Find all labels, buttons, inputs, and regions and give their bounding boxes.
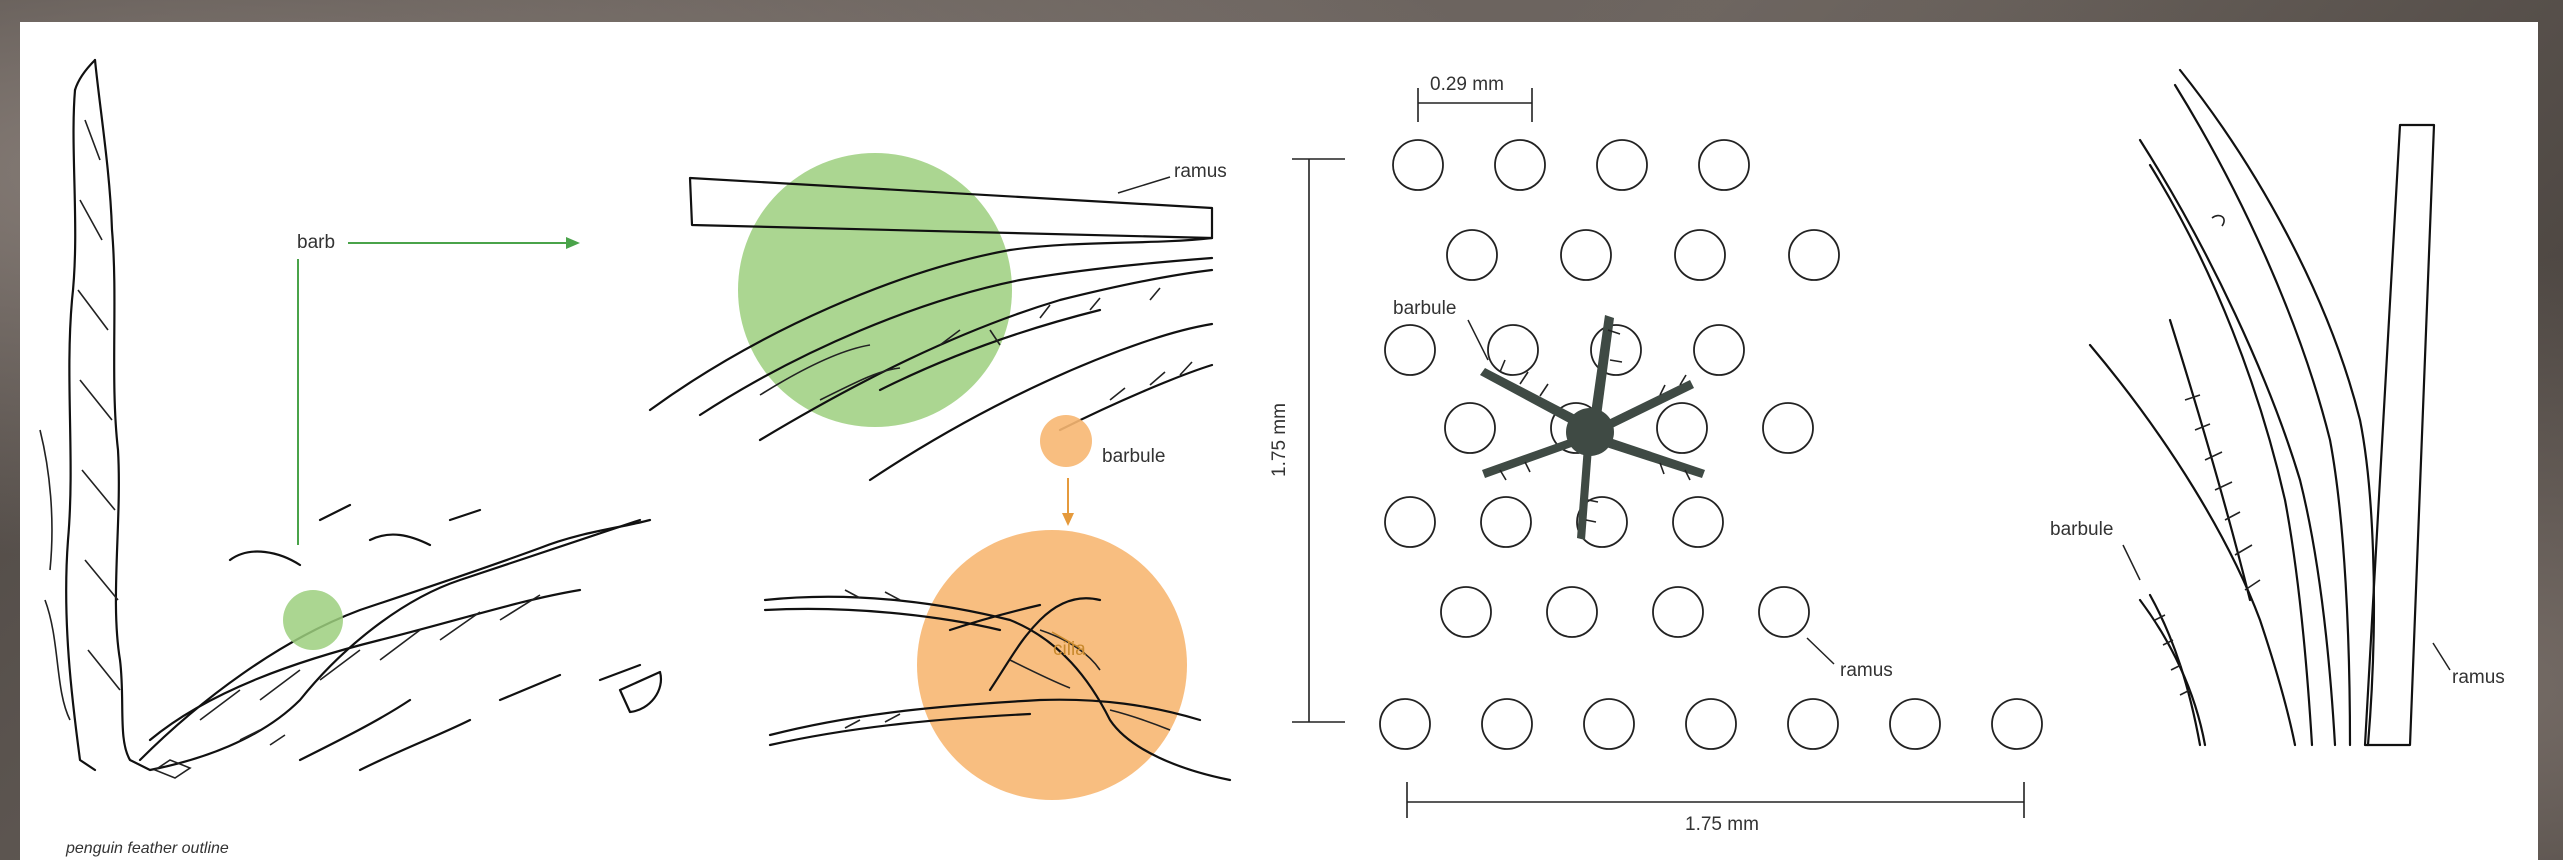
ramus-cross-section <box>1576 496 1628 548</box>
height-label: 1.75 mm <box>1269 403 1290 477</box>
ramus-cross-section <box>1446 229 1498 281</box>
width-label: 1.75 mm <box>1685 814 1759 835</box>
ramus-cross-section <box>1652 586 1704 638</box>
barbule-zoom-circle <box>917 530 1187 800</box>
ramus-cross-section <box>1480 496 1532 548</box>
barbule-star <box>1480 315 1705 540</box>
barbule-cilia-drawing <box>763 589 1232 782</box>
figure-caption: penguin feather outline <box>65 840 229 857</box>
barbule-arrow-head <box>1062 513 1074 526</box>
ramus-cross-section <box>1384 324 1436 376</box>
ramus-leader-2 <box>1806 637 1835 665</box>
ramus-cross-section <box>1656 402 1708 454</box>
dimension-top <box>1417 88 1533 122</box>
ramus-cross-section <box>1889 698 1941 750</box>
barb-arrow-head <box>566 237 580 249</box>
ramus-cross-section <box>1758 586 1810 638</box>
figure-panel <box>20 22 2538 860</box>
ramus-cross-section <box>1546 586 1598 638</box>
ramus-cross-section <box>1440 586 1492 638</box>
ramus-label-3: ramus <box>2452 667 2505 688</box>
ramus-leader-3 <box>2432 642 2451 671</box>
ramus-cross-section <box>1392 139 1444 191</box>
ramus-cross-section <box>1674 229 1726 281</box>
ramus-cross-section <box>1583 698 1635 750</box>
ramus-cross-section <box>1560 229 1612 281</box>
ramus-leader-1 <box>1117 176 1171 194</box>
ramus-cross-section <box>1384 496 1436 548</box>
barbule-leader-3 <box>2122 544 2141 581</box>
spacing-label: 0.29 mm <box>1430 74 1504 95</box>
side-view-drawing <box>2088 68 2436 747</box>
ramus-cross-section <box>1787 698 1839 750</box>
dimension-side <box>1292 158 1345 723</box>
cilia-leader <box>1051 631 1081 649</box>
ramus-cross-section <box>1685 698 1737 750</box>
dimension-bottom <box>1406 782 2025 818</box>
barb-cross-section-grid <box>1379 139 2043 750</box>
ramus-cross-section <box>1788 229 1840 281</box>
ramus-cross-section <box>1487 324 1539 376</box>
ramus-cross-section <box>1672 496 1724 548</box>
ramus-cross-section <box>1693 324 1745 376</box>
barb-highlight-circle <box>283 590 343 650</box>
ramus-cross-section <box>1991 698 2043 750</box>
barbule-leader-2 <box>1467 319 1489 361</box>
barbule-label-1: barbule <box>1102 446 1165 467</box>
ramus-label-2: ramus <box>1840 660 1893 681</box>
ramus-label-1: ramus <box>1174 161 1227 182</box>
feather-outline <box>39 58 663 779</box>
barbule-label-2: barbule <box>1393 298 1456 319</box>
ramus-cross-section <box>1596 139 1648 191</box>
ramus-cross-section <box>1481 698 1533 750</box>
cilia-label: cilia <box>1053 639 1086 660</box>
barbule-highlight-circle <box>1040 415 1092 467</box>
ramus-cross-section <box>1698 139 1750 191</box>
ramus-cross-section <box>1494 139 1546 191</box>
barb-label: barb <box>297 232 335 253</box>
barbule-label-3: barbule <box>2050 519 2113 540</box>
ramus-cross-section <box>1762 402 1814 454</box>
ramus-cross-section <box>1444 402 1496 454</box>
ramus-cross-section <box>1379 698 1431 750</box>
